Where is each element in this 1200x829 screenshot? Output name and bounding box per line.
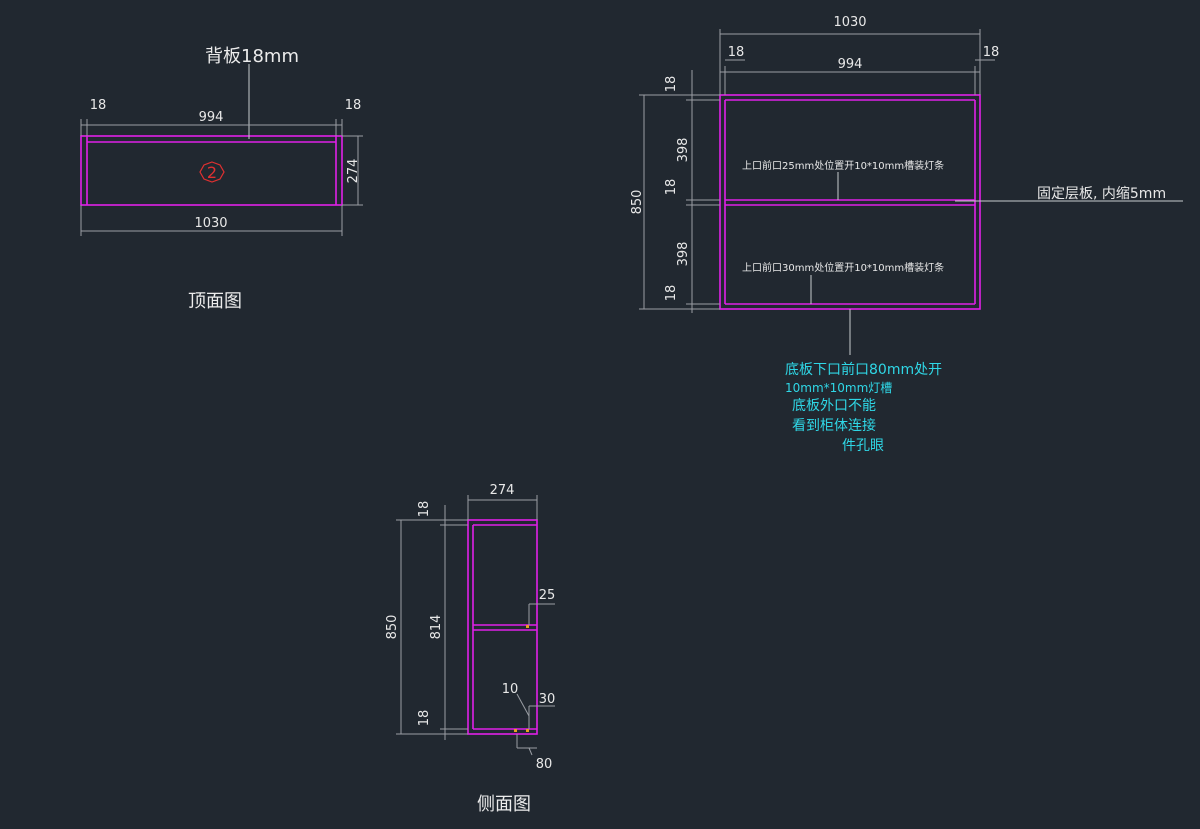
- front-dim-left: 18: [728, 45, 745, 60]
- top-view-title: 顶面图: [188, 291, 242, 312]
- side-view-outline: [467, 519, 538, 735]
- side-dim-inner: 814: [429, 615, 444, 640]
- bottom-note-line-5: 件孔眼: [842, 438, 884, 454]
- top-dim-inner: 994: [199, 110, 224, 125]
- front-v-bottom: 18: [664, 285, 679, 302]
- front-v-lower: 398: [676, 242, 691, 267]
- front-v-top: 18: [664, 76, 679, 93]
- front-dim-right: 18: [983, 45, 1000, 60]
- front-v-upper: 398: [676, 138, 691, 163]
- top-dim-total: 1030: [194, 216, 227, 231]
- front-v-mid: 18: [664, 179, 679, 196]
- bottom-note-line-1: 底板下口前口80mm处开: [785, 361, 942, 378]
- lower-light-slot-b: [526, 729, 529, 732]
- bottom-note-line-2: 10mm*10mm灯槽: [785, 381, 892, 395]
- back-panel-label: 背板18mm: [205, 46, 299, 67]
- upper-light-note: 上口前口25mm处位置开10*10mm槽装灯条: [742, 159, 944, 172]
- front-dim-inner: 994: [838, 57, 863, 72]
- shelf-note: 固定层板, 内缩5mm: [1037, 186, 1166, 202]
- upper-light-slot: [526, 625, 529, 628]
- part-marker-shape: [199, 161, 225, 183]
- side-dim-10: 10: [502, 682, 519, 697]
- side-v-bottom: 18: [417, 710, 432, 727]
- top-dim-right: 18: [345, 98, 362, 113]
- part-marker: 2: [207, 163, 217, 182]
- top-dim-left: 18: [90, 98, 107, 113]
- side-view: 274 850 18 814 18 25 10 30 80 侧面图: [385, 483, 555, 815]
- front-view: 1030 18 994 18 850 18 398 18 398 18 上口前口…: [630, 15, 1183, 454]
- side-dim-25: 25: [539, 588, 556, 603]
- side-v-top: 18: [417, 501, 432, 518]
- front-view-outline: [719, 94, 981, 310]
- front-dim-total: 1030: [833, 15, 866, 30]
- front-dim-height: 850: [630, 190, 645, 215]
- side-dim-depth: 274: [490, 483, 515, 498]
- lower-light-note: 上口前口30mm处位置开10*10mm槽装灯条: [742, 261, 944, 274]
- side-view-title: 侧面图: [477, 794, 531, 815]
- lower-light-slot-a: [514, 729, 517, 732]
- bottom-note-line-4: 看到柜体连接: [792, 417, 876, 434]
- top-view: 背板18mm 18 994 18 1030 274 2 顶面图: [80, 46, 363, 312]
- side-dim-30: 30: [539, 692, 556, 707]
- side-dim-height: 850: [385, 615, 400, 640]
- side-dim-80: 80: [536, 757, 553, 772]
- top-view-outline: [80, 135, 343, 206]
- bottom-note-line-3: 底板外口不能: [792, 398, 876, 414]
- top-dim-depth: 274: [346, 159, 361, 184]
